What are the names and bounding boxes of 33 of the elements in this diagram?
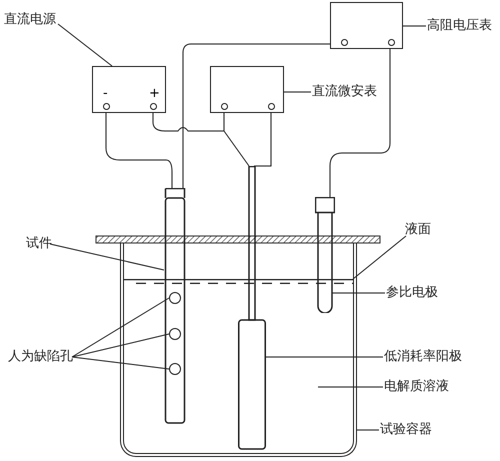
leader-line: [50, 244, 164, 270]
defect-hole: [169, 328, 181, 340]
part-label: 电解质溶液: [384, 379, 449, 395]
leader-line: [352, 236, 406, 280]
part-label: 试件: [26, 236, 52, 252]
power-supply-box: [92, 66, 166, 113]
wire: [254, 112, 272, 166]
meter-box: [330, 2, 403, 49]
wire: [182, 44, 330, 188]
defect-hole: [169, 292, 181, 304]
leader-line: [58, 24, 112, 66]
test-container: [120, 243, 357, 457]
part-label: 低消耗率阳极: [384, 349, 462, 365]
defect-hole: [169, 363, 181, 375]
wire: [152, 112, 224, 132]
part-label: 试验容器: [380, 422, 432, 438]
polarity-sign: -: [103, 87, 108, 100]
leader-line: [318, 386, 384, 388]
part-label: 直流电源: [4, 12, 56, 28]
leader-line: [72, 356, 170, 370]
wire: [330, 48, 390, 198]
wire: [106, 112, 172, 188]
leader-line: [332, 292, 386, 294]
part-label: 直流微安表: [312, 84, 377, 100]
leader-line: [266, 356, 384, 358]
leader-line: [72, 334, 170, 358]
meter-box: [210, 66, 284, 113]
wire: [224, 130, 250, 166]
polarity-sign: +: [149, 87, 160, 100]
part-label: 高阻电压表: [427, 18, 492, 34]
part-label: 液面: [405, 222, 431, 238]
part-label: 参比电极: [386, 285, 438, 301]
part-label: 人为缺陷孔: [8, 349, 73, 365]
